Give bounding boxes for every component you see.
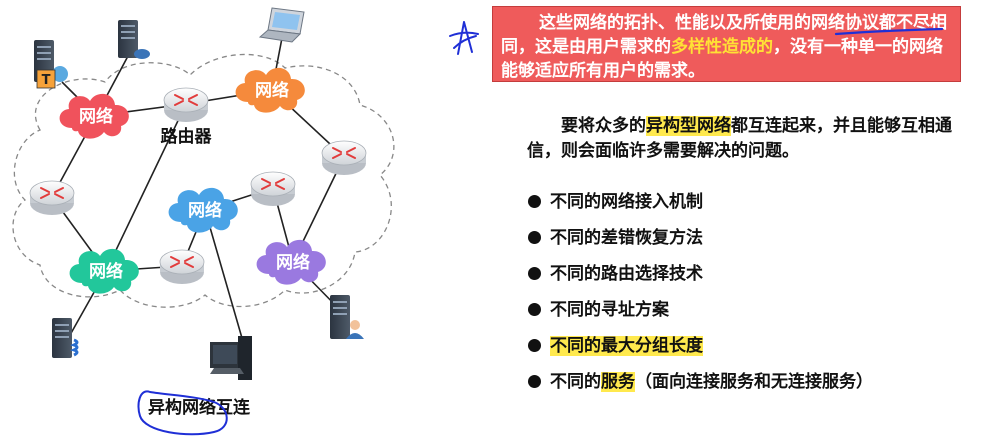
- star-annotation: [449, 21, 479, 55]
- network-label: 网络: [255, 80, 289, 101]
- list-item: 不同的寻址方案: [528, 292, 873, 328]
- server-user-icon: [330, 295, 364, 339]
- network-cloud-blue: 网络: [168, 187, 238, 233]
- list-item-text: 不同的最大分组长度: [550, 336, 703, 356]
- router: [250, 171, 296, 206]
- router-arrows-icon: [174, 94, 198, 106]
- network-cloud-orange: 网络: [235, 67, 305, 113]
- callout-highlight: 多样性造成的: [671, 37, 773, 57]
- list-item: 不同的网络接入机制: [528, 184, 873, 220]
- laptop-icon: [258, 7, 305, 43]
- network-cloud-red: 网络: [59, 93, 129, 139]
- list-item: 不同的最大分组长度: [528, 328, 873, 364]
- internet-cloud-outline: [12, 53, 395, 308]
- paragraph-text: 都互连起来，并且能够互相通信，则会面临许多需要解决的问题。: [527, 116, 952, 161]
- svg-text:T: T: [42, 73, 51, 88]
- router: [29, 180, 75, 215]
- paragraph-text: 要将众多的: [561, 116, 646, 136]
- list-item-text: 不同的差错恢复方法: [550, 228, 703, 248]
- paragraph-highlight: 异构型网络: [646, 116, 731, 136]
- router-arrows-icon: [332, 147, 356, 159]
- diagram-caption: 异构网络互连: [148, 397, 251, 418]
- network-label: 网络: [188, 200, 222, 221]
- list-item: 不同的服务（面向连接服务和无连接服务）: [528, 364, 873, 400]
- router: [163, 87, 209, 122]
- router: [321, 140, 367, 175]
- badge-icon: T: [36, 69, 56, 89]
- bullet-icon: [528, 195, 541, 208]
- list-item-text: （面向连接服务和无连接服务）: [635, 372, 873, 392]
- bullet-icon: [528, 267, 541, 280]
- list-item-highlight: 服务: [601, 372, 635, 392]
- desktop-computer-icon: [210, 336, 252, 380]
- bullet-icon: [528, 303, 541, 316]
- router-arrows-icon: [40, 187, 64, 199]
- list-item: 不同的路由选择技术: [528, 256, 873, 292]
- list-item-text: 不同的路由选择技术: [550, 264, 703, 284]
- router-label: 路由器: [161, 126, 213, 147]
- server-icon: [52, 318, 79, 358]
- network-diagram: 路由器 网络 网络 网络 网络 网络 T: [12, 7, 395, 436]
- underline-annotation: [834, 27, 944, 36]
- problem-list: 不同的网络接入机制 不同的差错恢复方法 不同的路由选择技术 不同的寻址方案 不同…: [528, 184, 873, 400]
- network-cloud-purple: 网络: [256, 239, 326, 285]
- bullet-icon: [528, 375, 541, 388]
- bullet-icon: [528, 339, 541, 352]
- callout-box: 这些网络的拓扑、性能以及所使用的网络协议都不尽相同，这是由用户需求的多样性造成的…: [492, 6, 961, 82]
- network-label: 网络: [89, 261, 123, 282]
- network-label: 网络: [276, 252, 310, 273]
- router-arrows-icon: [170, 256, 194, 268]
- list-item: 不同的差错恢复方法: [528, 220, 873, 256]
- router: [159, 249, 205, 284]
- server-icon: [118, 20, 150, 59]
- network-label: 网络: [79, 106, 113, 127]
- router-arrows-icon: [261, 178, 285, 190]
- caption-circle-annotation: [137, 390, 228, 436]
- list-item-text: 不同的寻址方案: [550, 300, 669, 320]
- list-item-text: 不同的: [550, 372, 601, 392]
- intro-paragraph: 要将众多的异构型网络都互连起来，并且能够互相通信，则会面临许多需要解决的问题。: [527, 114, 957, 164]
- bullet-icon: [528, 231, 541, 244]
- list-item-text: 不同的网络接入机制: [550, 192, 703, 212]
- callout-text: 这些网络的拓扑、性能以及所使用的网络协议都不尽相同，这是由用户需求的: [501, 13, 947, 57]
- callout-text: ，没有一种单一的网络能够适应所有用户的需求。: [501, 37, 943, 81]
- network-cloud-green: 网络: [69, 248, 139, 294]
